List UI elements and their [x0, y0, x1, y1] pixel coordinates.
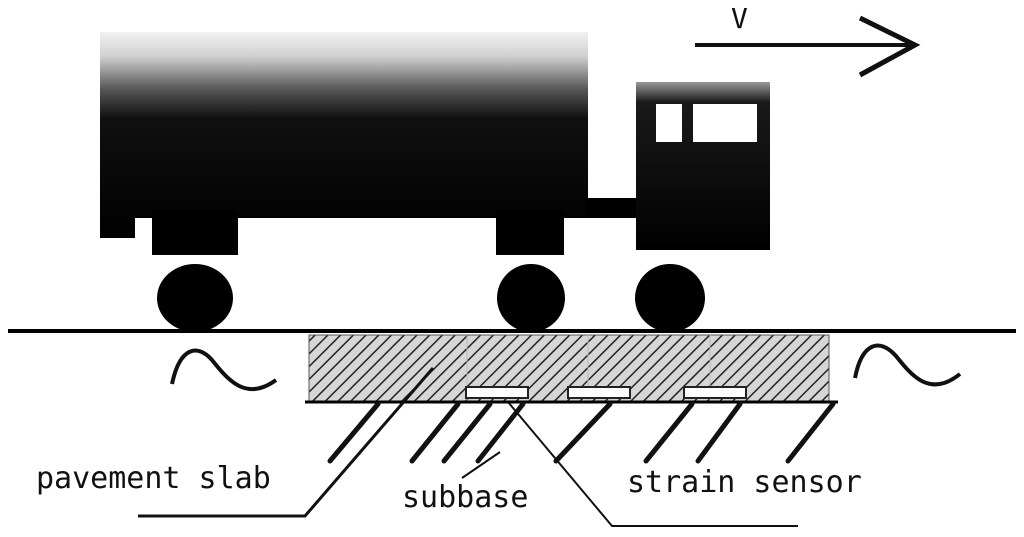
strain-sensor-3: [683, 386, 747, 399]
leader-strain-sensor: [507, 401, 798, 527]
trailer-body: [100, 32, 588, 238]
label-subbase: subbase: [402, 480, 528, 515]
label-strain-sensor: strain sensor: [627, 465, 862, 500]
cab-window-small: [656, 104, 682, 142]
velocity-arrow: V: [695, 2, 921, 78]
wheel-rear: [157, 264, 233, 332]
hitch-connector: [585, 198, 640, 218]
wheel-middle: [497, 264, 565, 332]
wheel-front: [635, 264, 705, 332]
cab-window-large: [693, 104, 757, 142]
velocity-label: V: [731, 2, 748, 35]
arrow-head: [858, 15, 921, 78]
tilde-break-icon: [170, 348, 278, 392]
label-pavement-slab: pavement slab: [36, 461, 271, 496]
tilde-break-icon-right: [853, 343, 962, 387]
trailer-front-axle-block: [496, 210, 564, 255]
strain-sensors: [465, 386, 747, 399]
leader-subbase: [461, 451, 501, 479]
strain-sensor-2: [567, 386, 631, 399]
trailer-rear-axle-block: [152, 210, 238, 255]
leader-pavement-slab: [138, 367, 435, 518]
strain-sensor-1: [465, 386, 529, 399]
truck-icon: [100, 32, 770, 332]
subbase-hatching: [327, 401, 836, 464]
